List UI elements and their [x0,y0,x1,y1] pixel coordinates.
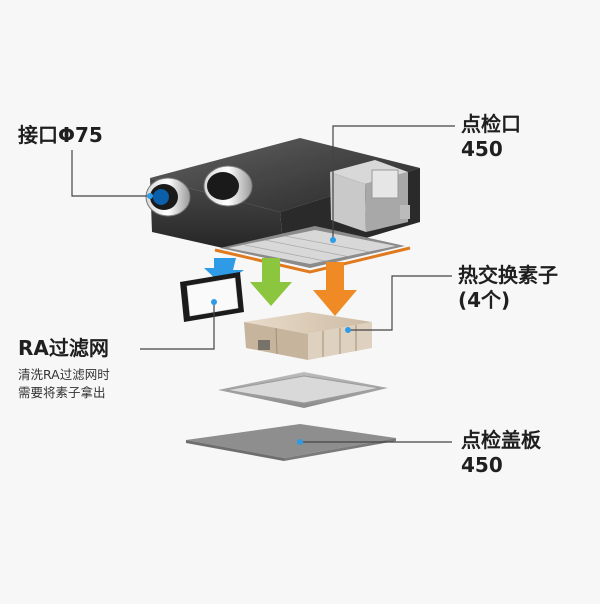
ra-filter-title: RA过滤网 [18,336,109,360]
inspection-frame [218,372,388,408]
ra-filter [180,272,244,322]
leader-dot-cover [297,439,303,445]
heat-exchanger-count: (4个) [458,288,511,312]
ra-filter-note-line2: 需要将素子拿出 [18,385,106,401]
leader-dot-intake [147,193,153,199]
leader-heat-exchanger [348,275,452,331]
leader-dot-heat-exchanger [345,327,351,333]
heat-exchanger-label: 热交换素子 (4个) [458,263,558,313]
leader-dot-inspection-port [330,237,336,243]
intake-port-text: 接口Φ75 [18,123,103,147]
heat-exchanger-title: 热交换素子 [458,263,558,287]
duct-port-left [145,177,191,217]
airflow-arrow-green [250,258,292,306]
leader-inspection-port [332,125,455,240]
inspection-cover [186,424,396,461]
control-box [330,160,410,232]
airflow-arrow-blue [204,258,244,285]
intake-port-label: 接口Φ75 [18,123,103,148]
leader-ra-filter [140,302,215,350]
ra-filter-note-line1: 清洗RA过滤网时 [18,367,110,382]
cover-title: 点检盖板 [461,428,541,452]
leader-intake [71,150,150,197]
duct-port-right [203,165,253,207]
inspection-port-title: 点检口 [461,112,521,136]
heat-exchange-elements [244,312,372,360]
cover-size: 450 [461,453,503,477]
airflow-arrow-orange [313,262,357,316]
leader-dot-ra-filter [211,299,217,305]
inspection-port-size: 450 [461,137,503,161]
ra-filter-label: RA过滤网 [18,336,109,361]
inspection-port-label: 点检口 450 [461,112,521,162]
cover-label: 点检盖板 450 [461,428,541,478]
ra-filter-note: 清洗RA过滤网时 需要将素子拿出 [18,366,110,402]
main-unit [150,138,420,274]
